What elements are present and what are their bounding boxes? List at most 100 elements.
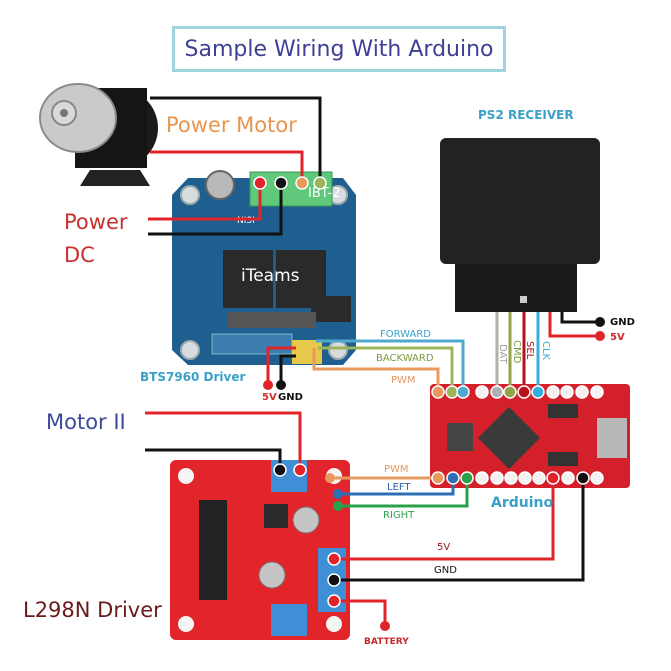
pin-legend — [211, 333, 293, 355]
ps2-receiver-plug — [455, 264, 577, 312]
pin-dot-battery — [380, 621, 390, 631]
motor-foot — [80, 170, 150, 186]
mount-hole — [180, 340, 200, 360]
regulator — [264, 504, 288, 528]
l298-pin-5v — [327, 552, 341, 566]
pin-dot-ps2-gnd — [595, 317, 605, 327]
dc-motor — [39, 83, 158, 186]
arduino-bottom-pin — [504, 471, 518, 485]
mcu-chip — [477, 406, 541, 470]
label-l298-gnd: GND — [434, 565, 457, 576]
watermark: iTeams — [241, 266, 300, 286]
wire-right — [338, 478, 469, 508]
arduino-bottom-pin — [576, 471, 590, 485]
arduino-top-pin — [475, 385, 489, 399]
arduino-bottom-pin — [446, 471, 460, 485]
wire-forward — [316, 339, 465, 392]
mount-hole — [326, 616, 342, 632]
board-silk: NISI — [237, 216, 255, 226]
arduino-bottom-pin — [431, 471, 445, 485]
arduino-top-pin — [531, 385, 545, 399]
mount-hole — [178, 468, 194, 484]
arduino-top-pin — [546, 385, 560, 399]
label-pwm-top: PWM — [391, 375, 416, 386]
pin-dot-motor-red — [295, 176, 309, 190]
pin-dot-motor-black — [313, 176, 327, 190]
label-bts-5v: 5V — [262, 392, 277, 403]
label-power-dc-2: DC — [64, 243, 95, 267]
wire-battery — [334, 599, 387, 626]
arduino-top-pin — [503, 385, 517, 399]
pin-dot-dc-black — [274, 176, 288, 190]
arduino-bottom-pin — [475, 471, 489, 485]
motor-endcap — [39, 83, 117, 153]
arduino-top-pin — [456, 385, 470, 399]
diagram-title: Sample Wiring With Arduino — [172, 26, 506, 72]
header-pins — [292, 340, 322, 364]
label-pwm-bottom: PWM — [384, 464, 409, 475]
mount-hole — [328, 340, 348, 360]
arduino-bottom-pin — [490, 471, 504, 485]
l298-motor-pin-red — [293, 463, 307, 477]
arduino-top-pin — [575, 385, 589, 399]
arduino-bottom-pin — [532, 471, 546, 485]
wire-dc-red — [148, 183, 262, 221]
mount-hole — [178, 616, 194, 632]
arduino-top-pin — [590, 385, 604, 399]
arduino-top-pin — [490, 385, 504, 399]
label-ps2-receiver: PS2 RECEIVER — [478, 108, 574, 122]
board-name: IBT-2 — [308, 186, 340, 201]
mount-hole — [180, 185, 200, 205]
label-arduino: Arduino — [491, 495, 554, 511]
title-text: Sample Wiring With Arduino — [184, 36, 494, 62]
regulator — [548, 452, 578, 466]
ps2-receiver-device — [440, 138, 600, 312]
arduino-bottom-pin — [546, 471, 560, 485]
regulator — [548, 404, 578, 418]
label-cmd: CMD — [511, 340, 522, 364]
pin-dot-dc-red — [253, 176, 267, 190]
motor-shaft-center — [60, 109, 68, 117]
label-backward: BACKWARD — [376, 353, 434, 364]
crystal — [447, 423, 473, 451]
ps2-led — [520, 296, 527, 303]
usb-port — [597, 418, 627, 458]
l298n-board — [170, 460, 350, 640]
pin-dot-bts-5v — [263, 380, 273, 390]
arduino-bottom-pin — [460, 471, 474, 485]
arduino-top-pin — [445, 385, 459, 399]
label-right: RIGHT — [383, 510, 415, 521]
resistor-array — [228, 312, 316, 328]
label-bts-gnd: GND — [278, 392, 303, 403]
label-dat: DAT — [497, 344, 508, 364]
wire-layer — [145, 96, 600, 626]
heatsink-chip — [199, 500, 227, 600]
label-ps2-gnd: GND — [610, 317, 635, 328]
label-battery: BATTERY — [364, 637, 409, 647]
motor-terminal-b — [271, 604, 307, 636]
label-bts7960: BTS7960 Driver — [140, 370, 246, 384]
wire-bts-5v — [266, 346, 296, 385]
arduino-top-pin — [431, 385, 445, 399]
wire-motor-red — [150, 150, 304, 183]
arduino-bottom-pin — [561, 471, 575, 485]
ps2-receiver-body — [440, 138, 600, 264]
wire-l298-5v — [334, 478, 555, 561]
label-power-dc-1: Power — [64, 210, 128, 234]
arduino-top-pin — [517, 385, 531, 399]
label-l298n: L298N Driver — [23, 598, 162, 622]
label-ps2-5v: 5V — [610, 332, 625, 343]
l298-motor-pin-black — [273, 463, 287, 477]
capacitor — [258, 561, 286, 589]
capacitor — [292, 506, 320, 534]
wire-pwm-top — [312, 348, 440, 392]
arduino-bottom-pin — [590, 471, 604, 485]
label-power-motor: Power Motor — [166, 113, 297, 137]
pin-dot-ps2-5v — [595, 331, 605, 341]
arduino-top-pin — [560, 385, 574, 399]
label-clk: CLK — [540, 341, 551, 361]
wire-backward — [318, 346, 454, 392]
wire-bts-gnd — [279, 354, 296, 385]
